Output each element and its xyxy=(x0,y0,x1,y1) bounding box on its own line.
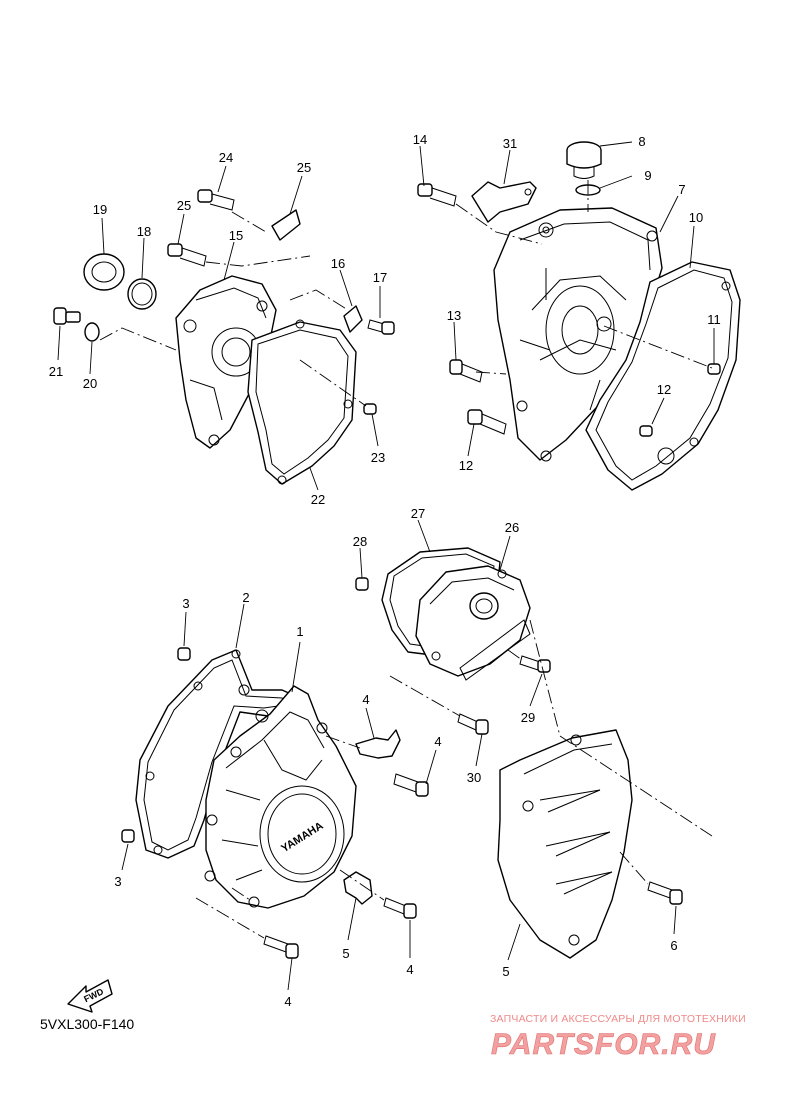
part-4-bolt-b xyxy=(383,897,417,919)
part-22-plug xyxy=(53,307,81,325)
callout-15: 14 xyxy=(413,132,427,147)
part-23-gasket xyxy=(247,321,357,485)
callout-24: 23 xyxy=(371,450,385,465)
callout-17: 16 xyxy=(331,256,345,271)
part-12-dowel-lower xyxy=(639,425,653,437)
callouts: 1 2 3 3 4 4 4 4 5 5 6 7 8 9 10 11 12 xyxy=(49,132,721,1009)
callout-4c: 4 xyxy=(284,994,291,1009)
part-31-bolt xyxy=(457,713,489,735)
callout-31: 30 xyxy=(467,770,481,785)
fwd-arrow-icon: FWD xyxy=(67,979,113,1013)
part-20-plug xyxy=(83,253,125,291)
callout-32: 31 xyxy=(503,136,517,151)
callout-11: 10 xyxy=(689,210,703,225)
callout-12b: 12 xyxy=(657,382,671,397)
diagram-code: 5VXL300-F140 xyxy=(40,1016,135,1032)
part-5-bracket-upper xyxy=(355,729,401,759)
callout-20: 19 xyxy=(93,202,107,217)
callout-28: 27 xyxy=(411,506,425,521)
part-4-bolt-a xyxy=(393,773,429,797)
callout-2: 2 xyxy=(242,590,249,605)
part-32-bracket xyxy=(471,181,537,223)
callout-4b: 4 xyxy=(406,962,413,977)
callout-12a: 11 xyxy=(707,312,721,327)
part-9-filler-plug xyxy=(566,141,602,179)
part-26-clamp xyxy=(271,209,301,241)
part-3-dowel-upper xyxy=(177,647,191,661)
callout-18: 17 xyxy=(373,270,387,285)
callout-10: 9 xyxy=(644,168,651,183)
part-6-sprocket-cover xyxy=(497,729,633,959)
callout-14: 13 xyxy=(447,308,461,323)
part-2-gasket xyxy=(135,649,301,859)
callout-5b: 5 xyxy=(342,946,349,961)
callout-4a: 4 xyxy=(434,734,441,749)
watermark-logo-text: PARTSFOR.RU xyxy=(491,1028,716,1061)
callout-7: 6 xyxy=(670,938,677,953)
part-14-bolt xyxy=(449,359,483,383)
part-3-dowel-lower xyxy=(121,829,135,843)
callout-16: 15 xyxy=(229,228,243,243)
callout-25b: 25 xyxy=(177,198,191,213)
generator-cover-group: YAMAHA xyxy=(121,647,429,959)
part-25-bolt-upper xyxy=(197,189,235,211)
pickup-cover-group xyxy=(355,547,561,737)
part-18-bolt xyxy=(367,319,395,335)
part-30-bolt xyxy=(519,655,551,673)
callout-23: 22 xyxy=(311,492,325,507)
callout-21: 20 xyxy=(83,376,97,391)
part-29-dowel xyxy=(355,577,369,591)
part-11-gasket xyxy=(585,261,741,491)
part-1-generator-cover xyxy=(205,685,357,909)
clutch-cover-group xyxy=(417,141,741,491)
part-25-bolt-lower xyxy=(167,243,207,267)
part-15-bolt xyxy=(417,183,457,207)
callout-26: 25 xyxy=(297,160,311,175)
part-17-bracket xyxy=(343,305,363,333)
callout-3b: 3 xyxy=(114,874,121,889)
part-24-dowel xyxy=(363,403,377,415)
watermark-logo: PARTSFOR.RU xyxy=(491,1028,716,1062)
oil-pump-cover-group xyxy=(53,189,395,485)
callout-6: 5 xyxy=(502,964,509,979)
watermark-tagline: ЗАПЧАСТИ И АКСЕССУАРЫ ДЛЯ МОТОТЕХНИКИ xyxy=(490,1013,746,1025)
callout-3a: 3 xyxy=(182,596,189,611)
part-21-washer xyxy=(84,322,100,342)
part-7-bolt xyxy=(647,881,683,905)
callout-19: 18 xyxy=(137,224,151,239)
callout-8: 7 xyxy=(678,182,685,197)
sprocket-cover-group xyxy=(497,729,713,959)
callout-30: 29 xyxy=(521,710,535,725)
part-13-bolt xyxy=(467,409,507,435)
callout-13: 12 xyxy=(459,458,473,473)
callout-29: 28 xyxy=(353,534,367,549)
part-12-dowel-upper xyxy=(707,363,721,375)
callout-5a: 4 xyxy=(362,692,369,707)
part-5-bracket-lower xyxy=(343,871,373,905)
callout-1: 1 xyxy=(296,624,303,639)
callout-25a: 24 xyxy=(219,150,233,165)
part-4-bolt-c xyxy=(263,935,299,959)
callout-22: 21 xyxy=(49,364,63,379)
part-27-cover xyxy=(415,565,531,677)
callout-9: 8 xyxy=(638,134,645,149)
callout-27: 26 xyxy=(505,520,519,535)
